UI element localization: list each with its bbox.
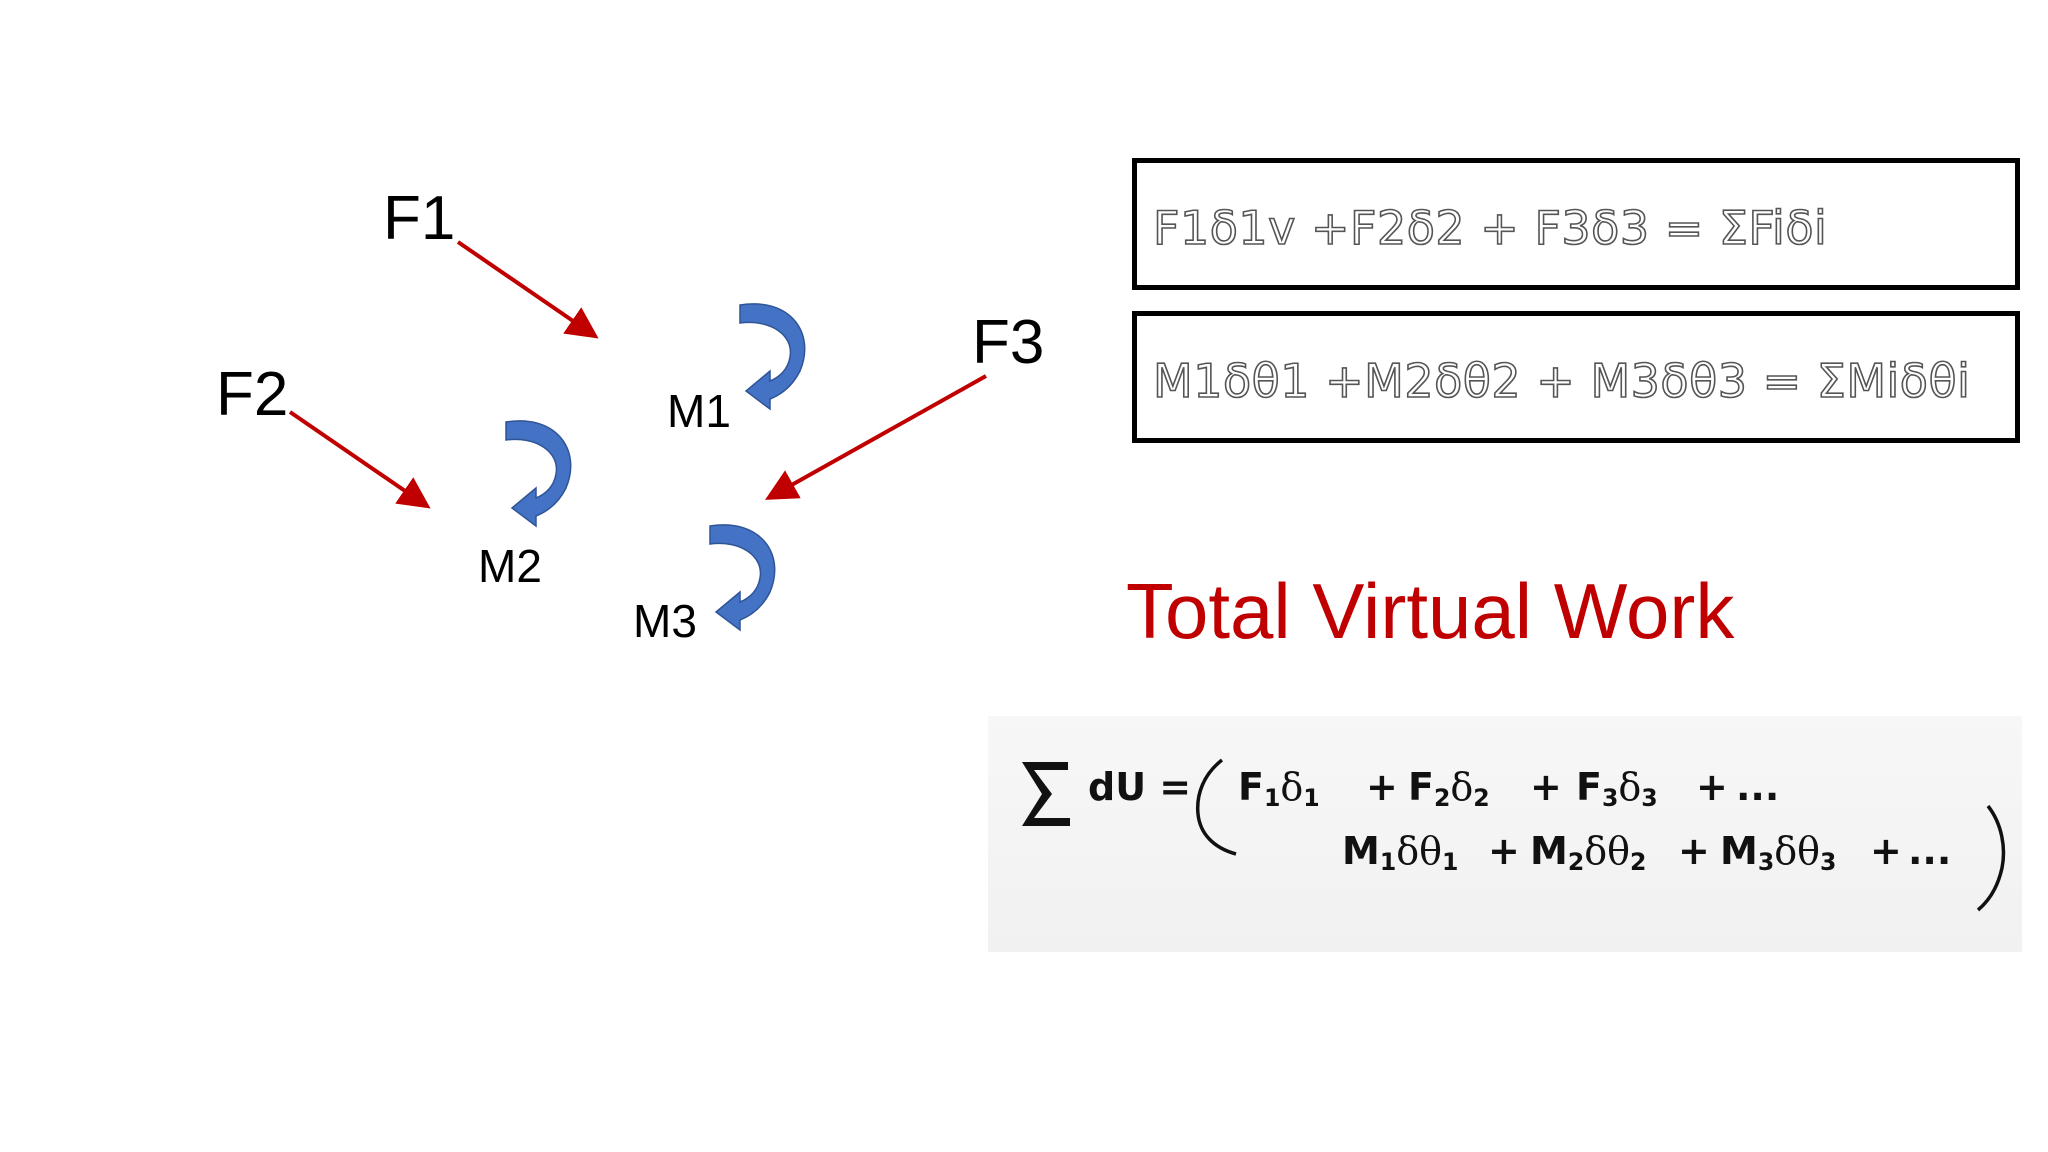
formula-brackets (1022, 758, 2006, 912)
moment-label-m3: M3 (633, 595, 697, 647)
formula-lhs: dU = (1088, 765, 1192, 809)
force-label-f2: F2 (216, 360, 289, 429)
plus-sign: + (1870, 829, 1902, 873)
moment-equation-text: M1δθ1 +M2δθ2 + M3δθ3 = ΣMiδθi (1152, 354, 1971, 408)
moment-arrow-m1 (739, 303, 806, 411)
plus-sign: + (1696, 765, 1728, 809)
force-term-2: F2δ2 (1408, 765, 1490, 812)
ellipsis: ... (1908, 829, 1952, 873)
plus-sign: + (1366, 765, 1398, 809)
moment-term-3: M3δθ3 (1720, 829, 1837, 876)
sigma-symbol (1022, 762, 1070, 826)
force-arrow-f2 (288, 410, 431, 509)
moment-label-m1: M1 (667, 385, 731, 437)
ellipsis: ... (1736, 765, 1780, 809)
moment-label-m2: M2 (478, 540, 542, 592)
force-equation-text: F1δ1v +F2δ2 + F3δ3 = ΣFiδi (1152, 201, 1828, 255)
plus-sign: + (1678, 829, 1710, 873)
moment-equation-box: M1δθ1 +M2δθ2 + M3δθ3 = ΣMiδθi (1132, 311, 2020, 443)
moment-arrow-m3 (709, 524, 776, 632)
moment-term-2: M2δθ2 (1530, 829, 1647, 876)
left-parenthesis (1195, 758, 1237, 856)
total-virtual-work-title: Total Virtual Work (1126, 567, 1735, 655)
moment-term-1: M1δθ1 (1342, 829, 1459, 876)
plus-sign: + (1488, 829, 1520, 873)
force-term-1: F1δ1 (1238, 765, 1320, 812)
force-term-3: F3δ3 (1576, 765, 1658, 812)
force-arrow-f1 (456, 240, 599, 339)
moment-arrow-m2 (505, 420, 572, 528)
force-label-f3: F3 (972, 308, 1045, 377)
plus-sign: + (1530, 765, 1562, 809)
force-label-f1: F1 (383, 184, 456, 253)
force-arrow-f3 (765, 374, 987, 500)
force-equation-box: F1δ1v +F2δ2 + F3δ3 = ΣFiδi (1132, 158, 2020, 290)
right-parenthesis (1976, 804, 2006, 912)
virtual-work-formula: dU = F1δ1 + F2δ2 + F3δ3 + ... M1δθ1 + M2… (988, 716, 2022, 952)
